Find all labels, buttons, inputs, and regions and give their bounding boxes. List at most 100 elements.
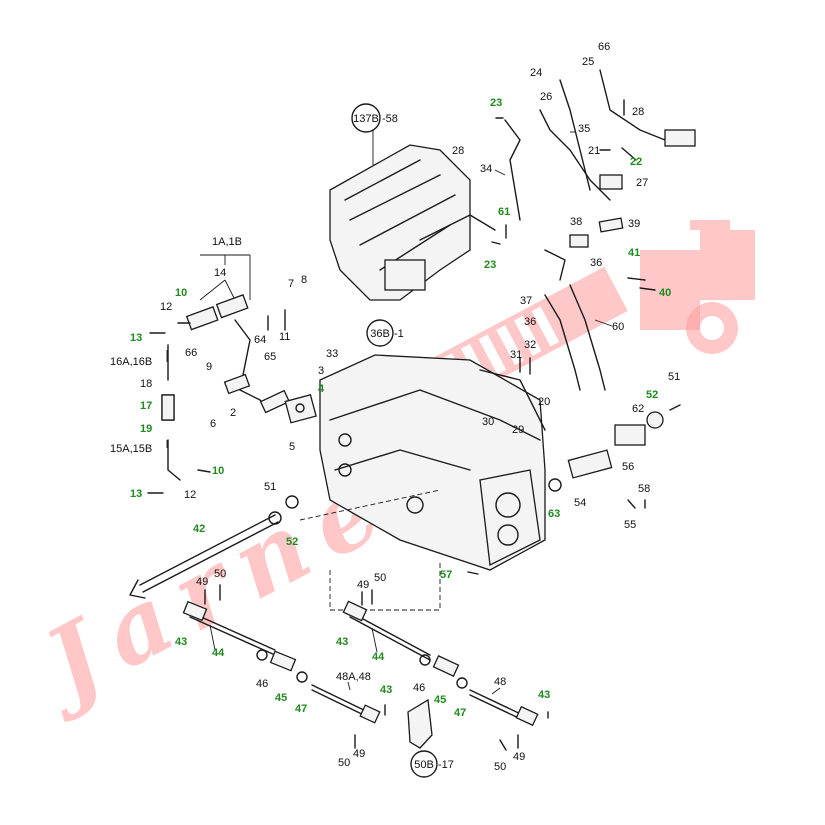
part-label: 28	[632, 106, 644, 118]
part-label-green: 47	[454, 707, 466, 719]
part-label: 54	[574, 497, 586, 509]
part-label-green: 61	[498, 206, 510, 218]
part-label: 36	[524, 316, 536, 328]
part-label: 18	[140, 378, 152, 390]
part-label: 9	[206, 361, 212, 373]
hardware-pins	[147, 99, 656, 751]
part-labels: 66 25 24 26 28 28 35 21 27 34 38 39 36 3…	[140, 41, 680, 773]
part-label-green: 52	[646, 389, 658, 401]
part-label: 66	[598, 41, 610, 53]
part-label-green: 40	[659, 287, 671, 299]
part-label: 65	[264, 351, 276, 363]
leader-lines	[166, 131, 613, 695]
tractor-watermark-icon	[640, 220, 755, 354]
part-label: 55	[624, 519, 636, 531]
part-label-green: 43	[175, 636, 187, 648]
part-label-green: 41	[628, 247, 640, 259]
callout-137b-code: 137B	[353, 113, 379, 125]
label-48a-48: 48A,48	[336, 671, 371, 683]
part-label: 64	[254, 334, 266, 346]
part-label: 34	[480, 163, 492, 175]
part-label: 50	[374, 572, 386, 584]
part-label-green: 44	[212, 647, 225, 659]
right-lever-assembly	[479, 69, 696, 492]
part-label-green: 4	[318, 383, 325, 395]
part-label-green: 19	[140, 423, 152, 435]
part-label: 5	[289, 441, 295, 453]
part-label: 11	[279, 331, 290, 343]
part-label: 21	[588, 145, 600, 157]
part-label: 50	[338, 757, 350, 769]
part-label: 51	[668, 371, 680, 383]
part-label-green: 13	[130, 488, 142, 500]
part-label: 24	[530, 67, 542, 79]
part-label: 49	[513, 751, 525, 763]
part-label-green: 23	[484, 259, 496, 271]
part-label: 12	[184, 489, 196, 501]
part-label: 66	[185, 347, 197, 359]
part-label: 51	[264, 481, 276, 493]
part-label: 7	[288, 278, 294, 290]
part-label-green: 13	[130, 332, 142, 344]
part-label: 48	[494, 676, 506, 688]
part-label: 49	[357, 579, 369, 591]
part-label-green: 17	[140, 400, 152, 412]
part-label: 50	[214, 568, 226, 580]
part-label: 39	[628, 218, 640, 230]
part-label: 12	[160, 301, 172, 313]
part-label: 28	[452, 145, 464, 157]
part-label: 25	[582, 56, 594, 68]
part-label: 37	[520, 295, 532, 307]
part-label: 27	[636, 177, 648, 189]
part-label: 58	[638, 483, 650, 495]
part-label-green: 23	[490, 97, 502, 109]
part-label-green: 10	[175, 287, 187, 299]
part-label: 29	[512, 424, 524, 436]
part-label: 49	[196, 576, 208, 588]
transmission-case	[299, 354, 546, 611]
part-label-green: 63	[548, 508, 560, 520]
callout-50b: 50B -17	[410, 750, 454, 778]
part-label-green: 57	[440, 569, 452, 581]
part-label-green: 42	[193, 523, 205, 535]
left-pedal-assembly	[161, 254, 317, 481]
part-label: 46	[413, 682, 425, 694]
part-label-green: 43	[538, 689, 550, 701]
part-label-green: 22	[630, 156, 642, 168]
part-label: 32	[524, 339, 536, 351]
callout-36b: 36B -1	[366, 319, 404, 347]
part-label: 31	[510, 349, 522, 361]
part-label-green: 52	[286, 536, 298, 548]
callout-36b-code: 36B	[370, 328, 390, 340]
callout-137b-ref: -58	[382, 113, 398, 125]
part-label: 60	[612, 321, 624, 333]
label-15a-15b: 15A,15B	[110, 443, 152, 455]
upper-bracket-assembly	[329, 130, 496, 301]
part-label: 56	[622, 461, 634, 473]
part-label: 6	[210, 418, 216, 430]
part-label: 36	[590, 257, 602, 269]
part-label-green: 47	[295, 703, 307, 715]
callout-36b-ref: -1	[394, 328, 404, 340]
shaft-42	[129, 495, 299, 599]
part-label: 26	[540, 91, 552, 103]
part-label: 14	[214, 267, 226, 279]
part-label-green: 43	[336, 636, 348, 648]
part-label: 33	[326, 348, 338, 360]
part-label-green: 45	[434, 694, 446, 706]
part-label: 35	[578, 123, 590, 135]
part-label: 50	[494, 761, 506, 773]
part-label: 30	[482, 416, 494, 428]
part-label: 49	[353, 748, 365, 760]
part-label: 46	[256, 678, 268, 690]
callout-50b-ref: -17	[438, 759, 454, 771]
part-label-green: 43	[380, 684, 392, 696]
part-label-green: 44	[372, 651, 385, 663]
label-16a-16b: 16A,16B	[110, 356, 152, 368]
part-label: 62	[632, 403, 644, 415]
part-label-green: 10	[212, 465, 224, 477]
part-label-green: 45	[275, 692, 287, 704]
part-label: 38	[570, 216, 582, 228]
lower-rods	[182, 600, 539, 749]
